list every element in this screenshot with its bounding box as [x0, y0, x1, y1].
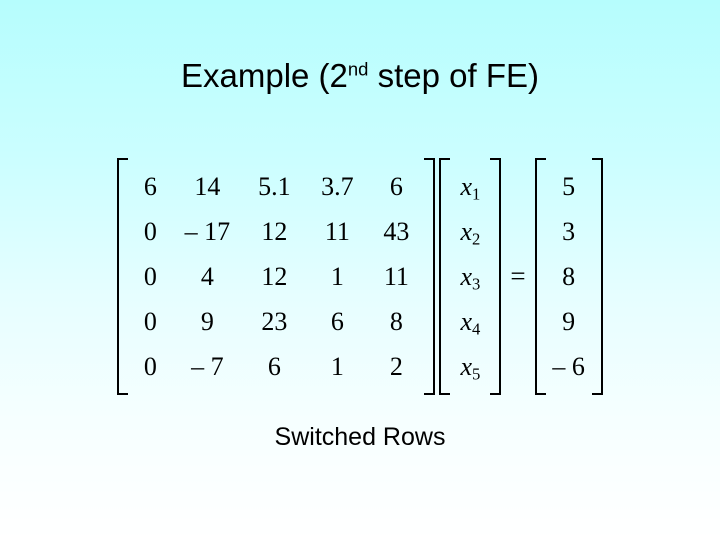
matrix-cell: 6	[267, 352, 281, 381]
variable-base: x	[460, 307, 472, 336]
variable-subscript: 4	[471, 319, 481, 339]
vector-row: x4	[450, 299, 490, 344]
vector-cell: x1	[450, 164, 490, 209]
matrix-cell: 3.7	[321, 172, 354, 201]
matrix-row: 0 – 7 6 1 2	[128, 344, 424, 389]
matrix-cell: 43	[383, 217, 410, 246]
page-title: Example (2nd step of FE)	[0, 57, 720, 95]
matrix-cell: 4	[200, 262, 214, 291]
coefficient-matrix: 6 14 5.1 3.7 6 0 – 17 12 11 43 0	[117, 158, 436, 395]
vector-cell: 9	[562, 307, 576, 336]
coefficient-matrix-table: 6 14 5.1 3.7 6 0 – 17 12 11 43 0	[128, 164, 424, 389]
vector-cell: x2	[450, 209, 490, 254]
unknown-vector: x1 x2 x3 x4 x5	[439, 158, 502, 395]
matrix-row: 0 9 23 6 8	[128, 299, 424, 344]
vector-row: 5	[546, 164, 592, 209]
matrix-cell: 2	[389, 352, 403, 381]
matrix-cell: – 7	[191, 352, 224, 381]
vector-cell: x5	[450, 344, 490, 389]
vector-row: x2	[450, 209, 490, 254]
matrix-cell: 14	[194, 172, 221, 201]
matrix-cell: 8	[389, 307, 403, 336]
variable-base: x	[460, 352, 472, 381]
vector-cell: x4	[450, 299, 490, 344]
matrix-row: 0 4 12 1 11	[128, 254, 424, 299]
matrix-equation: 6 14 5.1 3.7 6 0 – 17 12 11 43 0	[0, 158, 720, 395]
matrix-cell: 1	[330, 352, 344, 381]
matrix-cell: 6	[389, 172, 403, 201]
matrix-row: 0 – 17 12 11 43	[128, 209, 424, 254]
vector-cell: 8	[562, 262, 576, 291]
matrix-cell: 0	[143, 217, 157, 246]
variable-subscript: 5	[471, 364, 481, 384]
matrix-cell: 0	[143, 352, 157, 381]
vector-row: x1	[450, 164, 490, 209]
vector-cell: 3	[562, 217, 576, 246]
vector-row: 8	[546, 254, 592, 299]
vector-row: x3	[450, 254, 490, 299]
vector-cell: 5	[562, 172, 576, 201]
variable-base: x	[460, 172, 472, 201]
matrix-cell: 5.1	[258, 172, 291, 201]
vector-row: x5	[450, 344, 490, 389]
variable-subscript: 2	[471, 229, 481, 249]
title-ordinal-suffix: nd	[347, 58, 369, 80]
matrix-cell: 12	[261, 217, 288, 246]
matrix-cell: – 17	[184, 217, 231, 246]
variable-base: x	[460, 217, 472, 246]
rhs-vector: 5 3 8 9 – 6	[534, 158, 603, 395]
title-prefix: Example (2	[180, 57, 348, 94]
variable-base: x	[460, 262, 472, 291]
rhs-vector-table: 5 3 8 9 – 6	[546, 164, 592, 389]
matrix-cell: 11	[383, 262, 409, 291]
vector-row: – 6	[546, 344, 592, 389]
matrix-cell: 23	[261, 307, 288, 336]
matrix-row: 6 14 5.1 3.7 6	[128, 164, 424, 209]
matrix-cell: 12	[261, 262, 288, 291]
matrix-cell: 6	[143, 172, 157, 201]
title-suffix: step of FE)	[368, 57, 539, 94]
equals-sign: =	[510, 261, 526, 291]
matrix-cell: 0	[143, 307, 157, 336]
matrix-cell: 6	[330, 307, 344, 336]
matrix-cell: 0	[143, 262, 157, 291]
variable-subscript: 1	[471, 184, 481, 204]
vector-cell: x3	[450, 254, 490, 299]
matrix-cell: 9	[200, 307, 214, 336]
matrix-cell: 1	[330, 262, 344, 291]
unknown-vector-table: x1 x2 x3 x4 x5	[450, 164, 490, 389]
variable-subscript: 3	[471, 274, 481, 294]
caption-text: Switched Rows	[274, 423, 446, 451]
vector-row: 3	[546, 209, 592, 254]
vector-row: 9	[546, 299, 592, 344]
matrix-cell: 11	[324, 217, 350, 246]
vector-cell: – 6	[552, 352, 585, 381]
